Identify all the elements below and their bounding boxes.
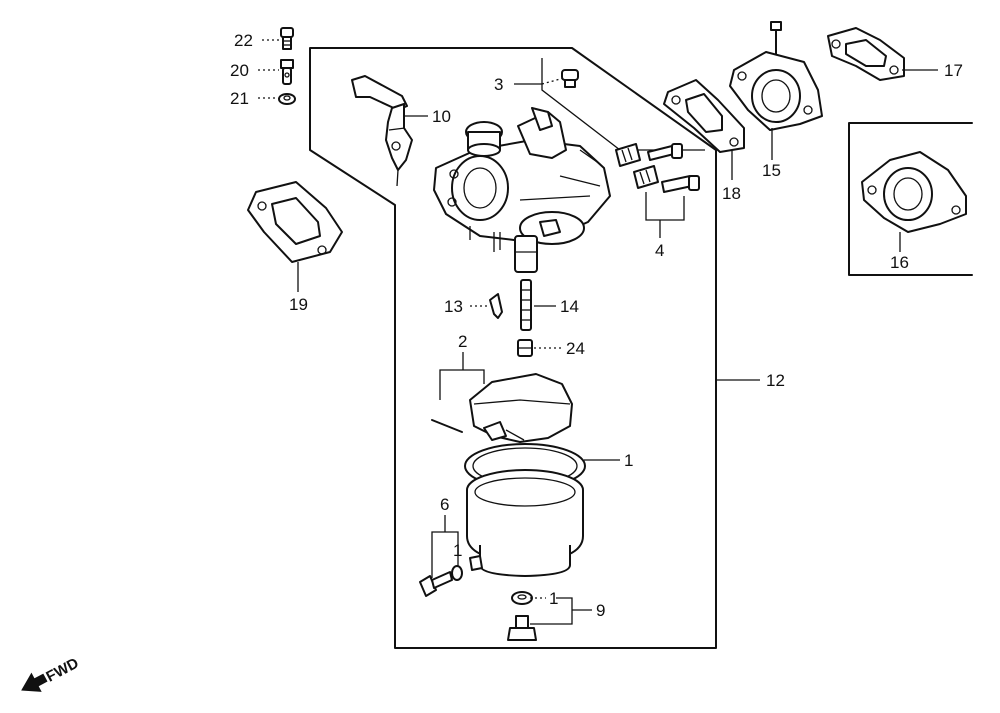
callout-12: 12 (766, 371, 785, 390)
callout-1-bolt-washer: 1 (549, 589, 558, 608)
fwd-arrow-icon (21, 672, 48, 692)
part-6-drain-screw (419, 571, 453, 597)
part-10-lever (351, 75, 413, 187)
part-17-gasket (827, 27, 905, 81)
callout-1-drain-washer: 1 (453, 541, 462, 560)
assembly-boundary (309, 47, 717, 649)
part-3-plug (561, 69, 579, 88)
fwd-direction-indicator: FWD (21, 655, 82, 692)
callout-18: 18 (722, 184, 741, 203)
part-21-washer (278, 93, 296, 105)
callout-20: 20 (230, 61, 249, 80)
part-16-frame (848, 122, 973, 276)
part-19-gasket (247, 181, 343, 263)
callout-6: 6 (440, 495, 449, 514)
callout-10: 10 (432, 107, 451, 126)
callout-19: 19 (289, 295, 308, 314)
callout-16: 16 (890, 253, 909, 272)
callout-4: 4 (655, 241, 664, 260)
part-13-float-valve (489, 293, 503, 319)
callout-9: 9 (596, 601, 605, 620)
part-1-washer-b (451, 565, 463, 581)
callout-2: 2 (458, 332, 467, 351)
callout-21: 21 (230, 89, 249, 108)
part-20-jet (280, 59, 294, 85)
callout-13: 13 (444, 297, 463, 316)
part-24-jet (517, 339, 533, 357)
callout-14: 14 (560, 297, 579, 316)
leader-lines (258, 39, 938, 625)
part-18-gasket (663, 79, 745, 153)
callout-labels: 22 20 21 10 3 4 18 15 17 16 19 13 14 24 … (230, 31, 963, 620)
part-1-washer-c (511, 591, 533, 605)
part-14-nozzle (520, 279, 532, 331)
float-bowl (466, 469, 584, 577)
callout-22: 22 (234, 31, 253, 50)
callout-1-oring: 1 (624, 451, 633, 470)
callout-15: 15 (762, 161, 781, 180)
part-16-insulator (861, 151, 967, 233)
part-15-insulator (729, 21, 823, 131)
fwd-label: FWD (43, 655, 81, 686)
callout-3: 3 (494, 75, 503, 94)
callout-17: 17 (944, 61, 963, 80)
part-2-float (431, 373, 573, 443)
callout-24: 24 (566, 339, 585, 358)
part-9-bolt (507, 615, 537, 641)
carburetor-body (433, 107, 611, 273)
part-4-screw-spring (615, 143, 700, 193)
part-22-screw (280, 27, 294, 50)
